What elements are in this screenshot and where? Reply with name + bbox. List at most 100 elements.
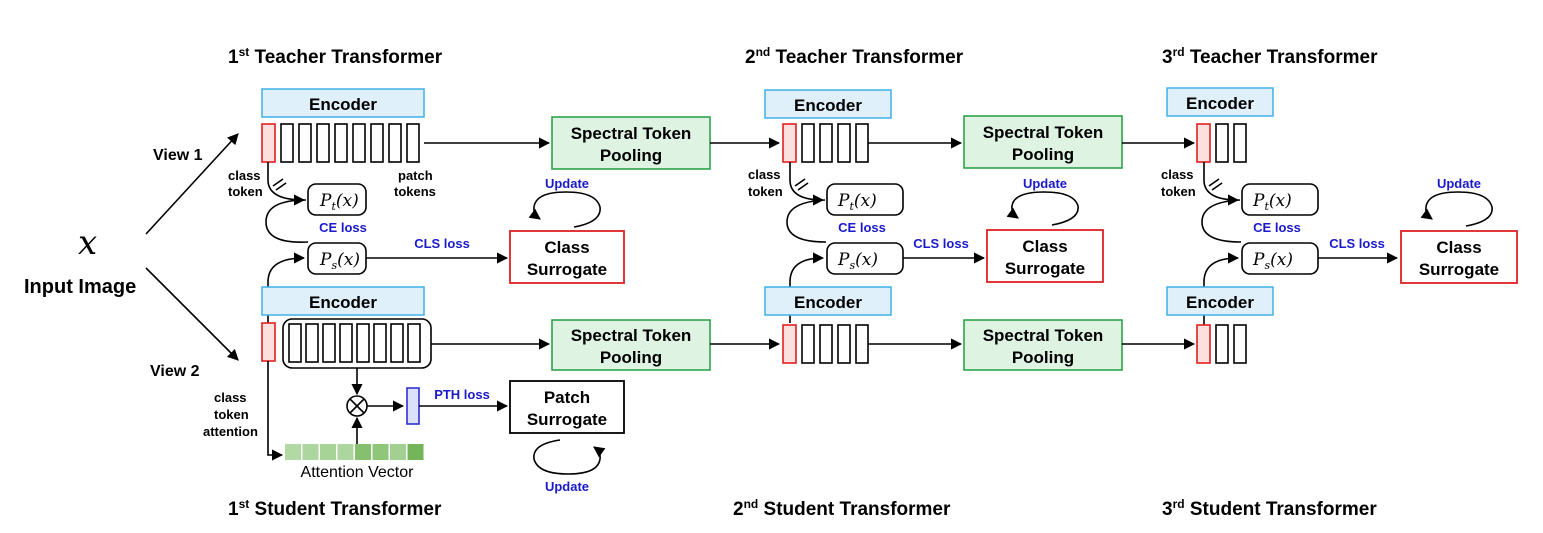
stage1-ce-loop [265,199,309,243]
patch-sur-line2: Surrogate [527,410,607,429]
teacher1-cls-to-pt-arrow [267,162,306,206]
teacher2-pt-box [826,183,904,216]
attention-cell [337,444,354,460]
student2-class-token [782,324,797,364]
input-label: Input Image [24,276,136,298]
stage1-cls-loss-label: CLS loss [414,236,470,251]
input-symbol: 𝑥 [78,223,97,263]
student3-encoder-label: Encoder [1186,293,1254,312]
teacher2-token-label: token [748,184,783,199]
teacher1-class-token [261,123,276,163]
student2-pooling-line2: Pooling [1012,348,1074,367]
student1-title: 1st Student Transformer [228,497,442,520]
teacher1-tokens-label: tokens [394,184,436,199]
teacher2-class-token [782,123,797,163]
student1-token-label: token [214,407,249,422]
pth-loss-label: PTH loss [434,387,490,402]
teacher3-token-label: token [1161,184,1196,199]
student1-encoder-label: Encoder [309,293,377,312]
teacher3-pt-box [1241,183,1319,216]
student1-class-label: class [214,390,247,405]
view1-label: View 1 [153,147,203,164]
student2-pooling-line1: Spectral Token [983,326,1104,345]
student2-patch-tokens [801,324,869,364]
student2-spectral-pooling [963,319,1123,371]
student1-pooling-line2: Pooling [600,348,662,367]
teacher1-pt-box [307,183,367,216]
stage1-update-label: Update [545,176,589,191]
teacher3-class-label: class [1161,167,1194,182]
attention-cell [372,444,389,460]
teacher2-pt-label: Pt(x) [837,191,877,213]
stage1-class-sur-line2: Surrogate [527,260,607,279]
teacher1-patch-label: patch [398,168,433,183]
attention-cell [302,444,319,460]
stage3-update-loop [1420,191,1493,227]
stage3-ce-loop [1201,199,1242,243]
teacher1-spectral-pooling [551,116,711,170]
stage3-class-surrogate [1400,230,1518,284]
teacher1-token-label: token [228,184,263,199]
patch-update-label: Update [545,479,589,494]
teacher1-encoder [261,88,425,118]
teacher1-class-label: class [228,168,261,183]
stage3-update-label: Update [1437,176,1481,191]
teacher2-pooling-line1: Spectral Token [983,123,1104,142]
attention-vector-label: Attention Vector [301,464,415,481]
student1-cls-to-ps-arrow [267,252,306,323]
student1-attention-arrow [267,361,284,461]
student2-title: 2nd Student Transformer [733,497,951,520]
teacher3-title: 3rd Teacher Transformer [1162,45,1378,68]
teacher3-patch-tokens [1215,123,1247,163]
stage1-update-loop [528,191,601,228]
student1-ps-label: Ps(x) [319,250,360,272]
teacher3-encoder-label: Encoder [1186,94,1254,113]
teacher2-spectral-pooling [963,115,1123,169]
teacher1-pooling-line2: Pooling [600,146,662,165]
stage2-class-surrogate [986,229,1104,283]
stage3-ce-label: CE loss [1253,220,1301,235]
teacher3-class-token [1196,123,1211,163]
attention-vector [285,444,424,460]
stage2-class-sur-line1: Class [1022,237,1067,256]
stage3-cls-loss-label: CLS loss [1329,236,1385,251]
patch-sur-line1: Patch [544,388,590,407]
view2-arrow [145,267,239,361]
teacher2-pooling-line2: Pooling [1012,145,1074,164]
student2-cls-to-ps-arrow [789,252,825,323]
student3-patch-tokens [1215,324,1247,364]
teacher3-cls-to-pt-arrow [1203,162,1240,206]
stage2-update-label: Update [1023,176,1067,191]
student2-encoder-label: Encoder [794,293,862,312]
stage1-class-sur-line1: Class [544,238,589,257]
stage1-class-surrogate [509,230,625,284]
attention-cell [390,444,406,460]
teacher1-encoder-label: Encoder [309,95,377,114]
stage2-cls-loss-label: CLS loss [913,236,969,251]
teacher1-title: 1st Teacher Transformer [228,45,443,68]
student1-spectral-pooling [551,319,711,371]
teacher2-encoder [764,89,892,119]
stage2-ce-label: CE loss [838,220,886,235]
attention-cell [407,444,424,460]
teacher1-patch-tokens [280,123,420,163]
teacher2-class-label: class [748,167,781,182]
stage2-ce-loop [786,199,827,243]
teacher3-encoder [1166,87,1274,117]
patch-surrogate [509,380,625,434]
teacher1-pooling-line1: Spectral Token [571,124,692,143]
student3-title: 3rd Student Transformer [1162,497,1377,520]
student3-ps-label: Ps(x) [1252,250,1293,272]
student1-patch-tokens [288,323,421,363]
stage3-class-sur-line2: Surrogate [1419,260,1499,279]
student1-class-token [261,322,276,362]
attention-cell [355,444,371,460]
attention-cell [285,444,301,460]
weighted-patch-token [406,387,420,425]
student1-attention-label: attention [203,424,258,439]
stage2-update-loop [1006,191,1079,226]
view1-arrow [145,133,239,235]
stage2-class-sur-line2: Surrogate [1005,259,1085,278]
